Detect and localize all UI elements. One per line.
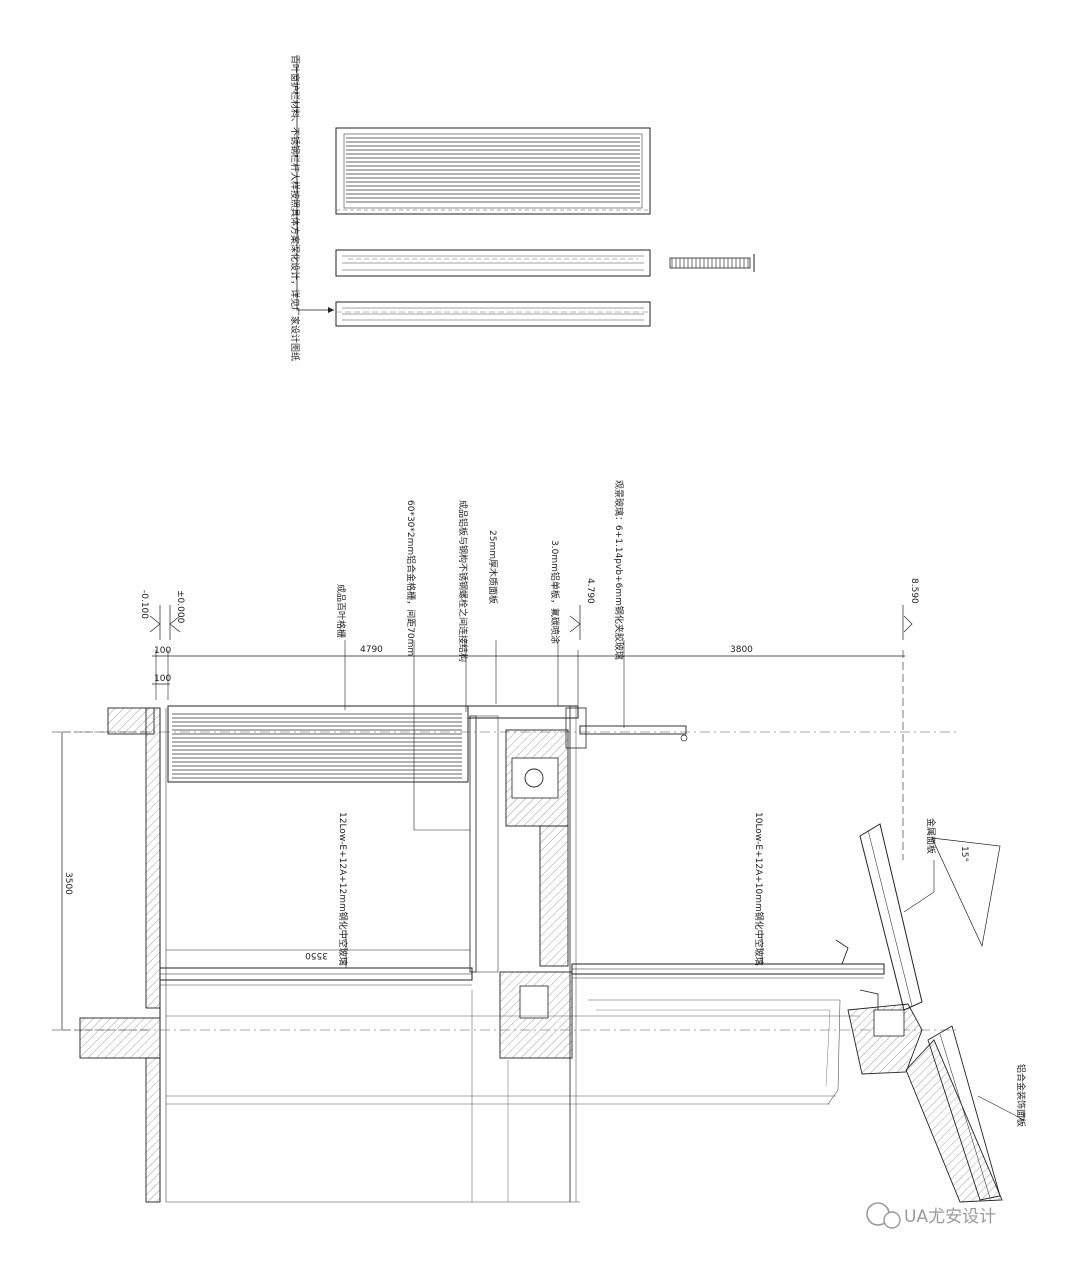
louver-note-leader — [296, 55, 334, 311]
top-louver-grille — [167, 705, 469, 783]
louver-panel-large — [335, 127, 651, 215]
level-8590: 8.590 — [902, 578, 919, 640]
level-zero: ±0.000 — [169, 590, 185, 640]
note-wood-panel: 25mm厚木质面板 — [487, 530, 499, 604]
note-viewing-glass: 观景玻璃：6+1.14pvb+6mm钢化夹胶玻璃 — [613, 480, 625, 660]
svg-text:±0.000: ±0.000 — [175, 590, 185, 624]
svg-text:-0.100: -0.100 — [139, 590, 149, 619]
right-glazing-slab — [571, 939, 885, 1030]
louver-panel-plan — [335, 301, 651, 327]
dim-100-a: 100 — [154, 646, 171, 656]
dim-100-b: 100 — [154, 674, 171, 684]
left-glazing-slab — [159, 967, 473, 986]
svg-text:4.790: 4.790 — [585, 578, 595, 604]
note-bolt-connection: 成品铝板与钢构不锈钢螺栓之间连接结构 — [457, 500, 469, 662]
dim-3550: 3550 — [305, 950, 328, 960]
level-markers: -0.100 ±0.000 4.790 8.590 — [139, 578, 919, 640]
dim-3500: 3500 — [63, 872, 73, 895]
louver-detail-group: 百叶窗护栏材料、不锈钢栏杆大样按照具体方案深化设计，详见厂家设计图纸 — [289, 55, 755, 361]
lower-frame-lines — [166, 999, 860, 1203]
note-skylight-trim: 铝合金装饰面板 — [1015, 1064, 1027, 1127]
note-slope: 15° — [959, 846, 969, 862]
louver-panel-section — [335, 249, 651, 277]
left-wall — [79, 707, 167, 1203]
note-right-glass: 10Low-E+12A+10mm钢化中空玻璃 — [753, 812, 765, 966]
note-skylight-metal: 金属面板 — [925, 818, 937, 854]
level-4790: 4.790 — [569, 578, 595, 640]
balcony-glass-rail — [579, 725, 688, 742]
central-column-structure — [467, 705, 587, 1202]
louver-note-text: 百叶窗护栏材料、不锈钢栏杆大样按照具体方案深化设计，详见厂家设计图纸 — [289, 55, 301, 361]
note-aluminum-grille: 60*30*2mm铝合金格栅，间距70mm — [405, 500, 417, 656]
watermark: UA尤安设计 — [866, 1202, 996, 1229]
annotation-notes: 成品百叶格栅 60*30*2mm铝合金格栅，间距70mm 成品铝板与钢构不锈钢螺… — [335, 480, 1027, 1127]
skylight-structure — [847, 823, 1003, 1203]
dim-4790: 4790 — [360, 645, 383, 655]
note-left-glass: 12Low-E+12A+12mm钢化中空玻璃 — [337, 812, 349, 966]
svg-text:8.590: 8.590 — [909, 578, 919, 604]
louver-side-profile — [669, 254, 755, 272]
dim-3800: 3800 — [730, 645, 753, 655]
note-louver: 成品百叶格栅 — [335, 584, 347, 638]
level-minus-0100: -0.100 — [139, 590, 161, 640]
watermark-text: UA尤安设计 — [904, 1207, 996, 1227]
note-aluminum-panel: 3.0mm铝单板，氟碳喷涂 — [549, 540, 561, 644]
